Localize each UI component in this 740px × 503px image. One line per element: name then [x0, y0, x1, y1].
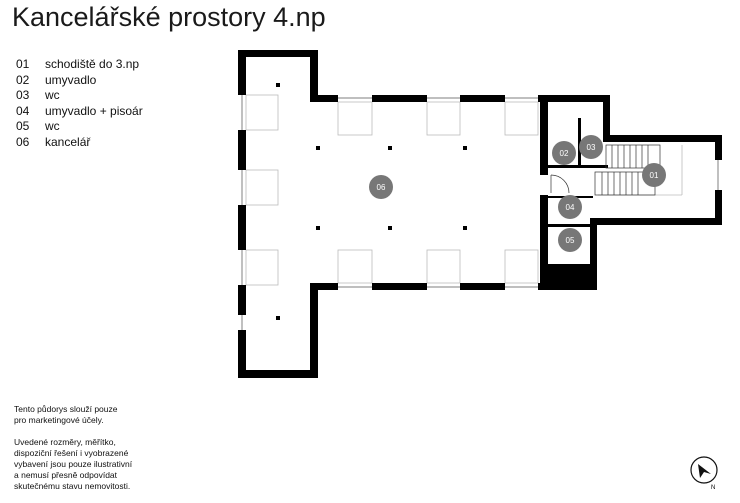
page-title: Kancelářské prostory 4.np — [12, 2, 326, 32]
legend-item: 03 wc — [16, 88, 143, 104]
legend-num: 02 — [16, 72, 30, 87]
legend-num: 03 — [16, 88, 30, 102]
disclaimer-accuracy: Uvedené rozměry, měřítko, dispoziční řeš… — [14, 437, 133, 491]
walls — [238, 50, 722, 378]
room-marker-01[interactable]: 01 — [642, 163, 666, 187]
room-marker-05[interactable]: 05 — [558, 228, 582, 252]
legend-label: schodiště do 3.np — [45, 57, 140, 71]
room-legend: 01 schodiště do 3.np 02 umyvadlo 03 wc 04 um… — [16, 57, 143, 150]
legend-label: kancelář — [45, 134, 91, 149]
room-marker-04[interactable]: 04 — [558, 195, 582, 219]
legend-item: 04 umyvadlo + pisoár — [16, 104, 143, 120]
compass-icon: N — [690, 456, 718, 491]
legend-num: 06 — [16, 134, 30, 149]
room-marker-03[interactable]: 03 — [579, 135, 603, 159]
room-number: 02 — [560, 149, 569, 158]
legend-label: wc — [45, 119, 60, 133]
room-number: 03 — [587, 143, 596, 152]
legend-num: 04 — [16, 103, 30, 118]
legend-item: 01 schodiště do 3.np — [16, 57, 143, 73]
legend-num: 05 — [16, 119, 30, 133]
legend-label: umyvadlo — [45, 72, 97, 87]
room-number: 01 — [650, 171, 659, 180]
disclaimer: Tento půdorys slouží pouze pro marketing… — [14, 404, 174, 503]
disclaimer-marketing: Tento půdorys slouží pouze pro marketing… — [14, 404, 118, 425]
compass-label: N — [711, 485, 715, 491]
legend-num: 01 — [16, 57, 30, 71]
legend-item: 06 kancelář — [16, 135, 143, 151]
legend-label: wc — [45, 88, 60, 102]
legend-label: umyvadlo + pisoár — [45, 103, 143, 118]
room-number: 04 — [566, 203, 575, 212]
room-marker-06[interactable]: 06 — [369, 175, 393, 199]
legend-item: 02 umyvadlo — [16, 73, 143, 89]
room-number: 05 — [566, 236, 575, 245]
window-niches — [245, 94, 683, 286]
legend-item: 05 wc — [16, 119, 143, 135]
columns — [276, 83, 467, 320]
room-number: 06 — [377, 183, 386, 192]
room-marker-02[interactable]: 02 — [552, 141, 576, 165]
